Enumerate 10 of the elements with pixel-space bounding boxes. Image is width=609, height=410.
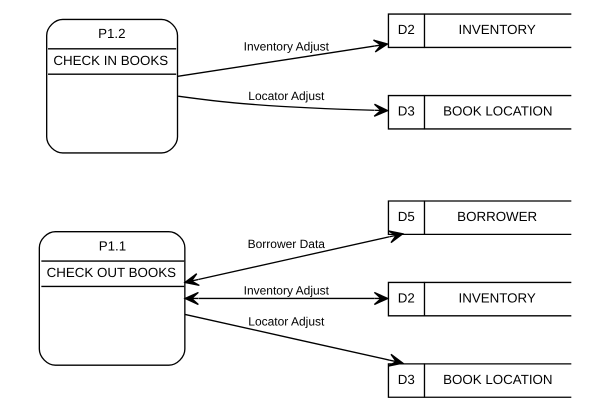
edge-label: Locator Adjust xyxy=(248,314,324,328)
edge-label: Borrower Data xyxy=(247,236,324,251)
node-text: D3 BOOK LOCATION xyxy=(397,104,552,119)
node-text: D5 BORROWER xyxy=(397,209,537,224)
node-text: D3 BOOK LOCATION xyxy=(397,372,552,387)
edge-label: Locator Adjust xyxy=(248,88,324,103)
node-text: D2 INVENTORY xyxy=(397,290,536,306)
node-text: D2 INVENTORY xyxy=(397,22,536,38)
edge-label: Inventory Adjust xyxy=(243,284,329,298)
edge-label: Inventory Adjust xyxy=(243,39,329,54)
